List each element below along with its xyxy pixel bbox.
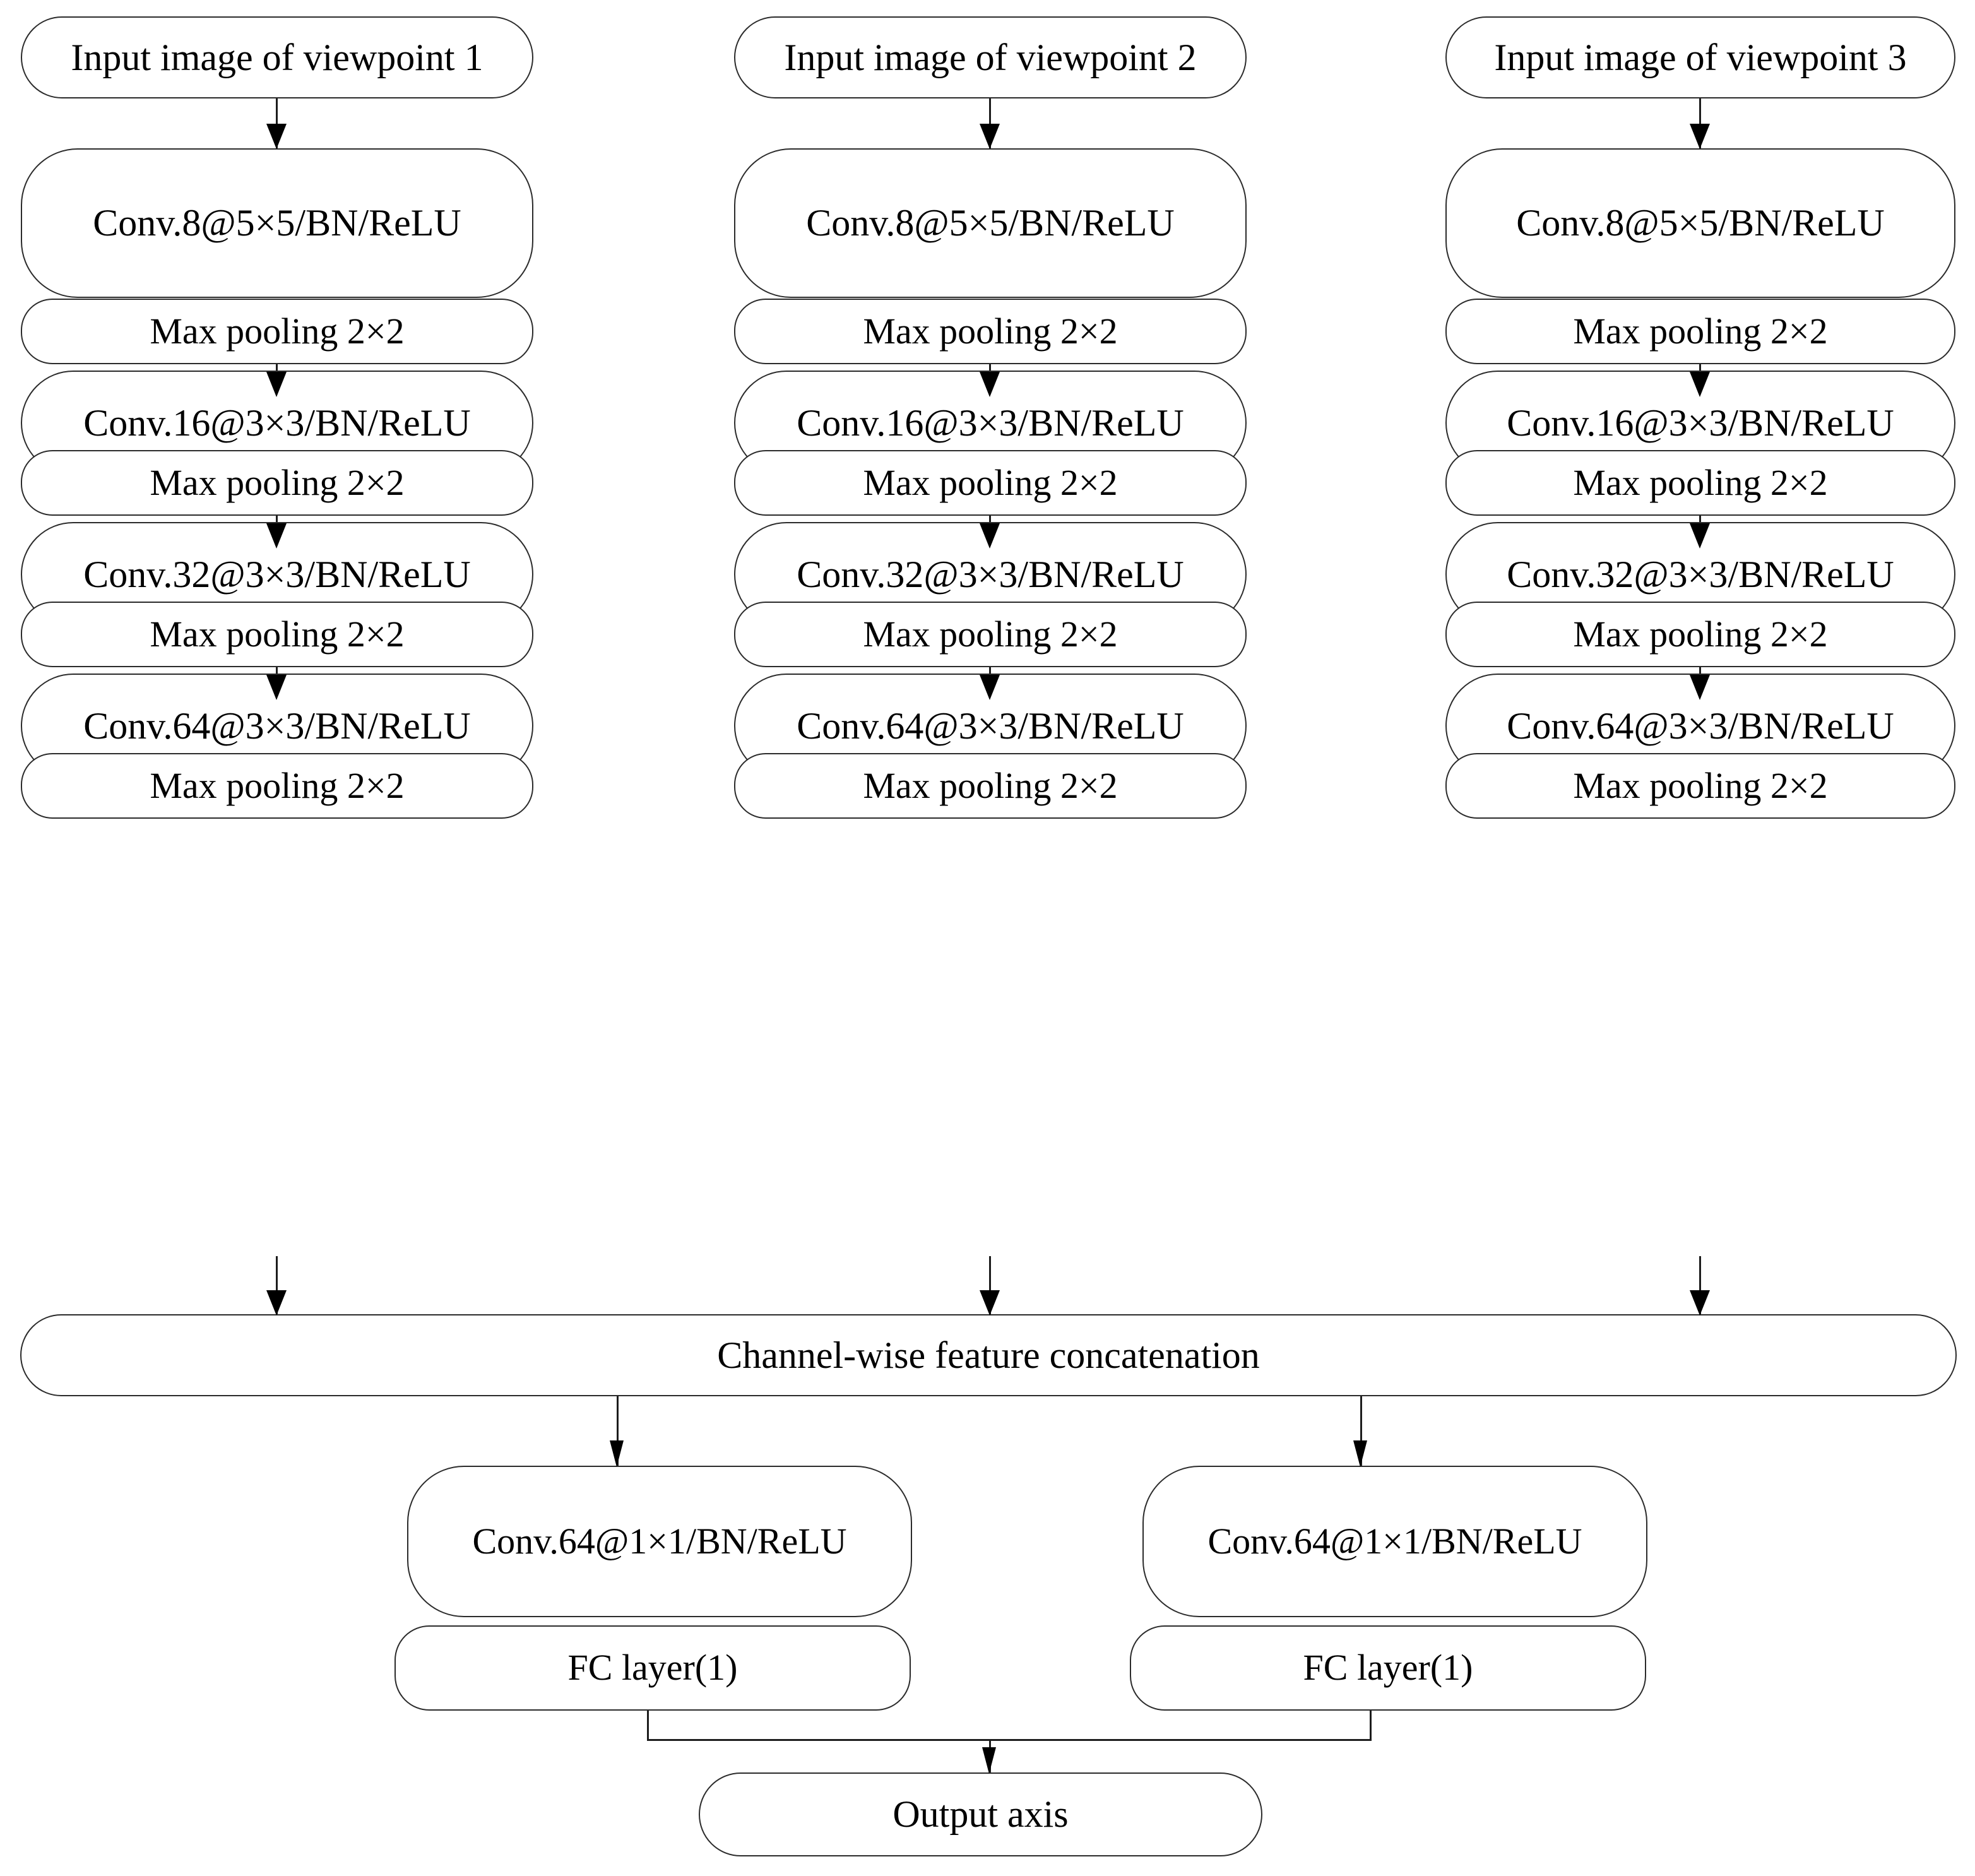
node-label: Conv.32@3×3/BN/ReLU: [83, 553, 471, 595]
node-label: Conv.16@3×3/BN/ReLU: [1507, 401, 1894, 444]
conv-layer-c3-1[interactable]: Conv.8@5×5/BN/ReLU: [1445, 148, 1955, 298]
node-label: Conv.64@3×3/BN/ReLU: [797, 704, 1184, 747]
pool-layer-c1-2[interactable]: Max pooling 2×2: [21, 450, 533, 516]
arrowhead-c3-conv2: [1690, 372, 1710, 397]
node-label: Conv.16@3×3/BN/ReLU: [797, 401, 1184, 444]
node-label: Input image of viewpoint 1: [71, 36, 483, 78]
arrowhead-concat-from-c3: [1690, 1290, 1710, 1315]
node-label: Max pooling 2×2: [1573, 310, 1828, 352]
arrowhead-c1-conv2: [266, 372, 287, 397]
pool-layer-c1-4[interactable]: Max pooling 2×2: [21, 753, 533, 819]
pool-layer-c1-3[interactable]: Max pooling 2×2: [21, 602, 533, 667]
connector-concat-to-head1: [617, 1396, 619, 1467]
arrowhead-head1-conv: [610, 1440, 624, 1467]
arrowhead-c2-conv3: [980, 523, 1000, 549]
node-label: FC layer(1): [567, 1647, 738, 1689]
arrowhead-concat-from-c1: [266, 1290, 287, 1315]
pool-layer-c2-4[interactable]: Max pooling 2×2: [734, 753, 1247, 819]
pool-layer-c2-1[interactable]: Max pooling 2×2: [734, 299, 1247, 364]
conv-1x1-head-1[interactable]: Conv.64@1×1/BN/ReLU: [407, 1466, 912, 1617]
input-image-viewpoint-2[interactable]: Input image of viewpoint 2: [734, 16, 1247, 98]
connector-c1-pool4-to-concat: [276, 1256, 278, 1315]
node-label: Max pooling 2×2: [1573, 613, 1828, 655]
pool-layer-c3-3[interactable]: Max pooling 2×2: [1445, 602, 1955, 667]
arrowhead-c1-conv4: [266, 675, 287, 700]
connector-c2-pool4-to-concat: [989, 1256, 991, 1315]
conv-layer-c2-1[interactable]: Conv.8@5×5/BN/ReLU: [734, 148, 1247, 298]
node-label: Conv.8@5×5/BN/ReLU: [806, 202, 1175, 244]
node-label: Conv.16@3×3/BN/ReLU: [83, 401, 471, 444]
node-label: Conv.8@5×5/BN/ReLU: [1516, 202, 1885, 244]
connector-concat-to-head2: [1360, 1396, 1362, 1467]
pool-layer-c2-3[interactable]: Max pooling 2×2: [734, 602, 1247, 667]
node-label: Max pooling 2×2: [1573, 764, 1828, 806]
arrowhead-c2-conv4: [980, 675, 1000, 700]
node-label: Max pooling 2×2: [150, 310, 405, 352]
pool-layer-c2-2[interactable]: Max pooling 2×2: [734, 450, 1247, 516]
fc-layer-head-1[interactable]: FC layer(1): [394, 1625, 911, 1711]
node-label: Conv.64@1×1/BN/ReLU: [1207, 1520, 1582, 1562]
arrowhead-concat-from-c2: [980, 1290, 1000, 1315]
arrowhead-c3-conv3: [1690, 523, 1710, 549]
node-label: Channel-wise feature concatenation: [717, 1334, 1260, 1376]
node-label: Conv.64@3×3/BN/ReLU: [83, 704, 471, 747]
node-label: Conv.8@5×5/BN/ReLU: [93, 202, 461, 244]
output-axis[interactable]: Output axis: [699, 1772, 1262, 1856]
node-label: Conv.32@3×3/BN/ReLU: [1507, 553, 1894, 595]
connector-fc2-down: [1370, 1711, 1372, 1741]
arrowhead-c1-conv3: [266, 523, 287, 549]
arrowhead-head2-conv: [1353, 1440, 1367, 1467]
arrowhead-output: [982, 1747, 996, 1774]
node-label: Max pooling 2×2: [863, 461, 1118, 503]
node-label: Max pooling 2×2: [863, 764, 1118, 806]
node-label: Max pooling 2×2: [150, 613, 405, 655]
pool-layer-c3-1[interactable]: Max pooling 2×2: [1445, 299, 1955, 364]
connector-merge-bar: [647, 1739, 1372, 1741]
arrowhead-c2-conv2: [980, 372, 1000, 397]
connector-c3-pool4-to-concat: [1699, 1256, 1701, 1315]
node-label: Output axis: [893, 1793, 1069, 1835]
node-label: Max pooling 2×2: [150, 764, 405, 806]
node-label: Input image of viewpoint 2: [784, 36, 1197, 78]
input-image-viewpoint-3[interactable]: Input image of viewpoint 3: [1445, 16, 1955, 98]
pool-layer-c3-4[interactable]: Max pooling 2×2: [1445, 753, 1955, 819]
node-label: Max pooling 2×2: [863, 310, 1118, 352]
node-label: Conv.32@3×3/BN/ReLU: [797, 553, 1184, 595]
node-label: Conv.64@3×3/BN/ReLU: [1507, 704, 1894, 747]
node-label: Max pooling 2×2: [150, 461, 405, 503]
conv-1x1-head-2[interactable]: Conv.64@1×1/BN/ReLU: [1142, 1466, 1647, 1617]
arrowhead-c2-conv1: [980, 124, 1000, 149]
pool-layer-c1-1[interactable]: Max pooling 2×2: [21, 299, 533, 364]
conv-layer-c1-1[interactable]: Conv.8@5×5/BN/ReLU: [21, 148, 533, 298]
arrowhead-c3-conv1: [1690, 124, 1710, 149]
arrowhead-c1-conv1: [266, 124, 287, 149]
connector-fc1-down: [647, 1711, 649, 1741]
node-label: Max pooling 2×2: [863, 613, 1118, 655]
node-label: Input image of viewpoint 3: [1494, 36, 1907, 78]
fc-layer-head-2[interactable]: FC layer(1): [1130, 1625, 1646, 1711]
pool-layer-c3-2[interactable]: Max pooling 2×2: [1445, 450, 1955, 516]
node-label: FC layer(1): [1303, 1647, 1473, 1689]
input-image-viewpoint-1[interactable]: Input image of viewpoint 1: [21, 16, 533, 98]
channel-wise-concatenation[interactable]: Channel-wise feature concatenation: [20, 1314, 1957, 1396]
node-label: Max pooling 2×2: [1573, 461, 1828, 503]
arrowhead-c3-conv4: [1690, 675, 1710, 700]
node-label: Conv.64@1×1/BN/ReLU: [472, 1520, 847, 1562]
